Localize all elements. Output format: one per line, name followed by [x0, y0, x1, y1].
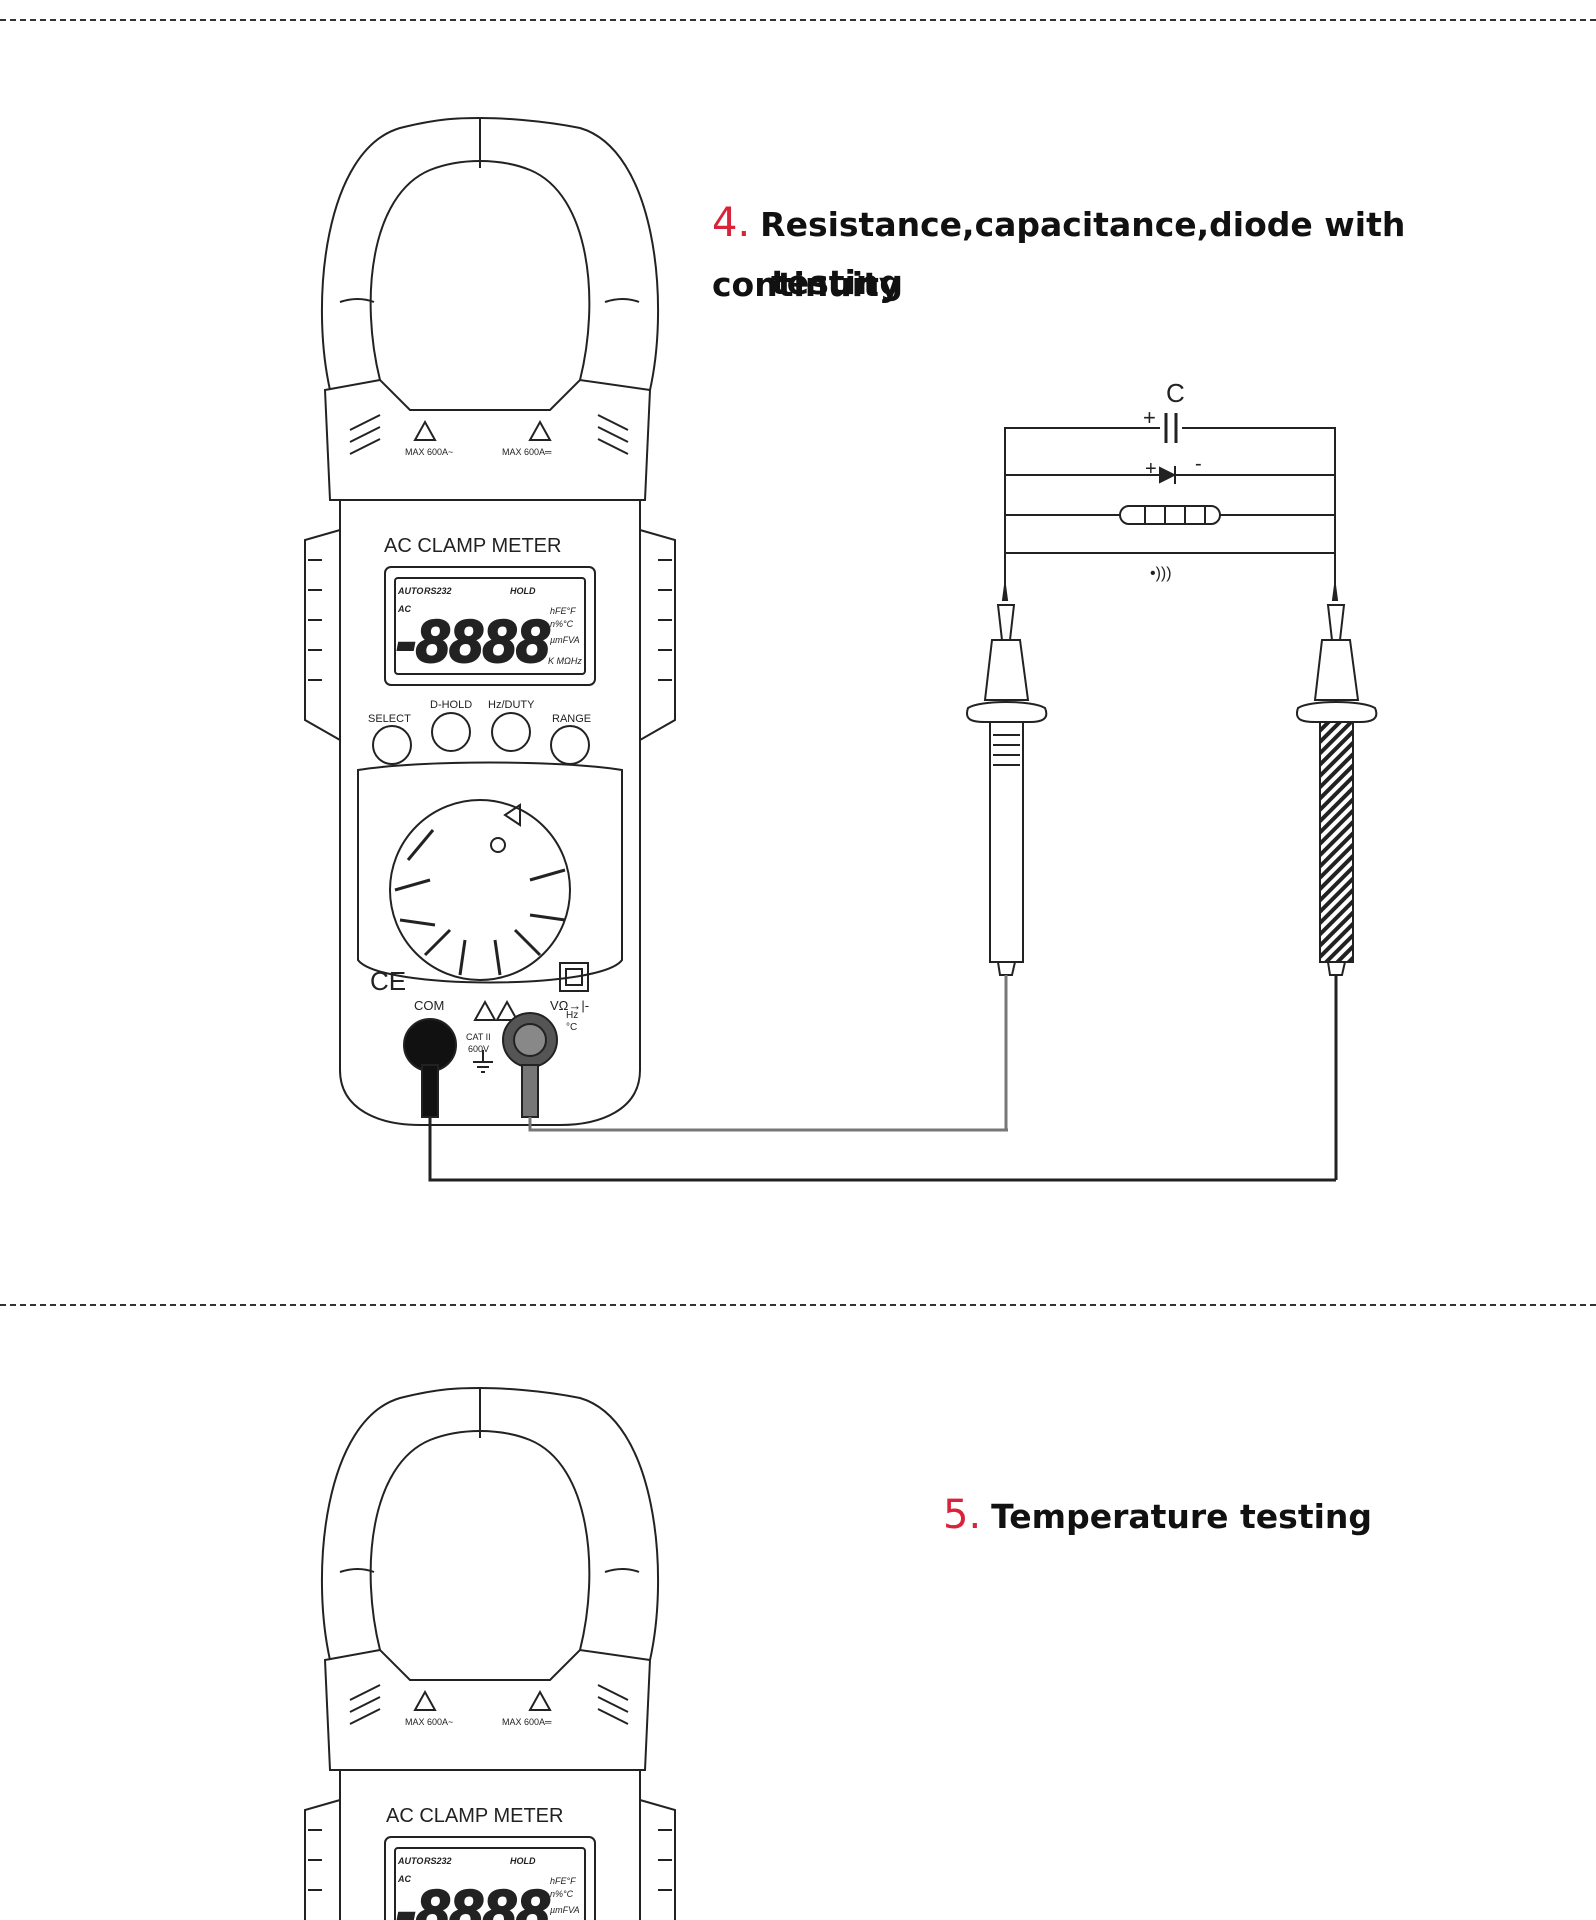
diode-plus: + — [1145, 458, 1157, 480]
circuit-labels: C + + - •))) — [1143, 378, 1202, 582]
lcd-units2-2: n%°C — [550, 1889, 574, 1899]
com-label: COM — [414, 998, 444, 1013]
hz-duty-button — [491, 712, 531, 752]
section-4-heading-line2: testing — [771, 253, 903, 313]
max-ac-label: MAX 600A~ — [405, 447, 453, 457]
meter-model-label-2: AC CLAMP METER — [386, 1805, 563, 1827]
hz-label: Hz — [566, 1010, 578, 1021]
dial-panel — [357, 761, 623, 984]
d-hold-label: D-HOLD — [430, 699, 472, 711]
lcd-rs232-2: RS232 — [424, 1856, 452, 1866]
hz-duty-label: Hz/DUTY — [488, 699, 535, 711]
lcd-units1: hFE°F — [550, 606, 576, 616]
v-ohm-label: VΩ→|- — [550, 998, 589, 1013]
capacitor-symbol — [1164, 413, 1178, 443]
component-frame — [1004, 427, 1336, 554]
lcd-rs232: RS232 — [424, 586, 452, 596]
meter-model-label: AC CLAMP METER — [384, 535, 561, 557]
black-test-lead — [428, 1117, 1336, 1182]
capacitor-plus: + — [1143, 405, 1156, 430]
diode-symbol — [1159, 466, 1177, 484]
ce-mark: CE — [370, 966, 406, 996]
section-4-number: 4. — [712, 200, 751, 246]
degc-label: °C — [566, 1022, 577, 1033]
cat-label: CAT II — [466, 1032, 491, 1042]
range-label: RANGE — [552, 713, 591, 725]
meter-2-text: MAX 600A~ MAX 600A═ AC CLAMP METER AUTO … — [386, 1717, 580, 1920]
clamp-meter-2 — [304, 1386, 676, 1920]
lcd-hold: HOLD — [510, 586, 536, 596]
volt-label: 600V — [468, 1044, 489, 1054]
lcd-units3: µmFVA — [550, 635, 580, 645]
max-dc-label-2: MAX 600A═ — [502, 1717, 552, 1727]
section-5-heading: 5.Temperature testing — [943, 1485, 1372, 1547]
continuity-symbol: •))) — [1150, 565, 1172, 582]
meter-jaw — [320, 116, 660, 391]
lcd-digits: -8888 — [396, 608, 550, 675]
gray-test-lead — [528, 1117, 1008, 1132]
rotary-dial — [389, 799, 571, 981]
range-button — [550, 725, 590, 765]
section-4-title-line2: testing — [771, 263, 903, 302]
lcd-ac: AC — [397, 604, 411, 614]
middle-dashed-divider — [0, 1304, 1596, 1306]
select-label: SELECT — [368, 713, 411, 725]
diode-minus: - — [1195, 453, 1202, 475]
meter-body — [339, 499, 641, 1126]
lcd-units4: K MΩHz — [548, 656, 582, 666]
section-4-heading: 4.Resistance,capacitance,diode with cont… — [712, 193, 1596, 315]
section-5-title: Temperature testing — [991, 1497, 1373, 1536]
probe-red-lead — [966, 584, 1048, 1132]
lcd-units3-2: µmFVA — [550, 1905, 580, 1915]
meter-jaw-inner — [369, 160, 591, 381]
lcd-hold-2: HOLD — [510, 1856, 536, 1866]
section-5-number: 5. — [943, 1492, 982, 1538]
probe-black-lead — [1296, 584, 1378, 1180]
lcd-ac-2: AC — [397, 1874, 411, 1884]
meter-lcd — [384, 566, 596, 686]
clamp-meter-1 — [304, 116, 676, 1126]
section-4-title-line1: Resistance,capacitance,diode with contin… — [712, 205, 1406, 304]
max-ac-label-2: MAX 600A~ — [405, 1717, 453, 1727]
meter-1-text: MAX 600A~ MAX 600A═ AC CLAMP METER AUTO … — [368, 447, 591, 1054]
lcd-units1-2: hFE°F — [550, 1876, 576, 1886]
select-button — [372, 725, 412, 765]
capacitor-label: C — [1166, 378, 1185, 408]
max-dc-label: MAX 600A═ — [502, 447, 552, 457]
com-jack — [403, 1018, 457, 1072]
lcd-units2: n%°C — [550, 619, 574, 629]
lcd-auto: AUTO — [397, 586, 423, 596]
test-circuit — [428, 413, 1378, 1182]
lcd-auto-2: AUTO — [397, 1856, 423, 1866]
lcd-digits-2: -8888 — [396, 1878, 550, 1920]
top-dashed-divider — [0, 19, 1596, 21]
d-hold-button — [431, 712, 471, 752]
